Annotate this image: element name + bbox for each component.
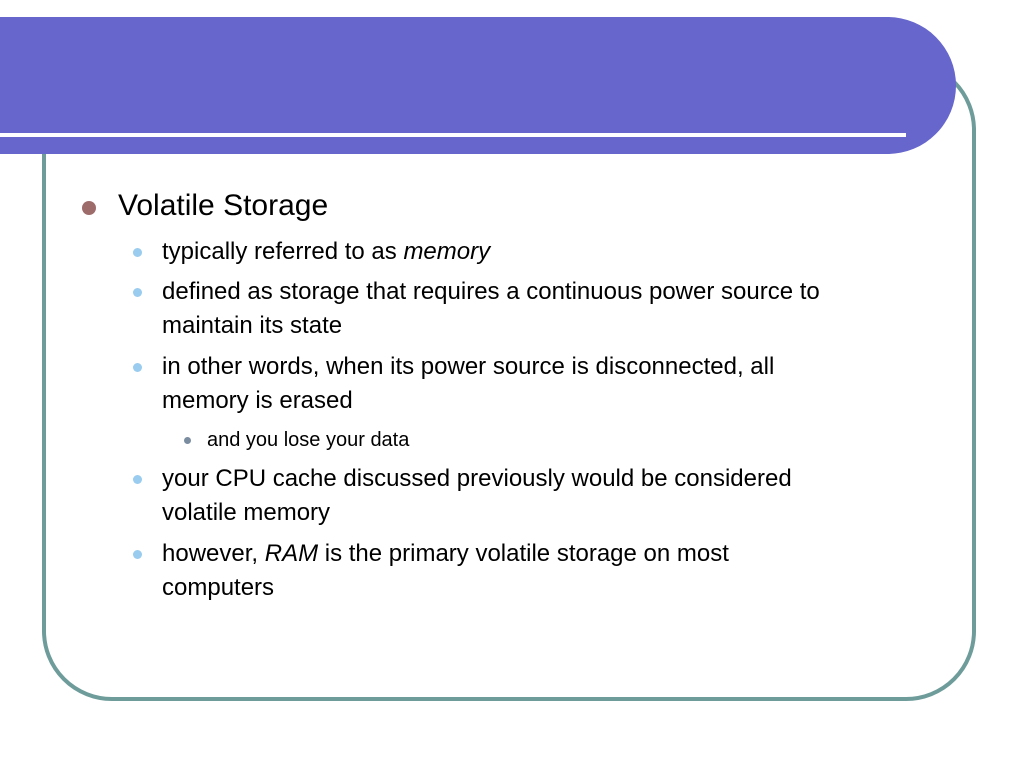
bullet-text-line: volatile memory: [162, 499, 331, 526]
sub-bullet-dot: [133, 248, 142, 257]
bullet-text: however,: [162, 540, 265, 567]
bullet-text-line: defined as storage that requires a conti…: [162, 278, 820, 305]
bullet-text: Volatile Storage: [118, 189, 329, 222]
bullet-dot: [82, 201, 96, 215]
bullet-text: typically referred to as: [162, 238, 404, 265]
emphasis-text: memory: [403, 238, 491, 265]
sub-bullet-ram: however, RAM is the primary volatile sto…: [162, 537, 729, 605]
sub-bullet-dot: [133, 550, 142, 559]
sub-bullet-dot: [133, 363, 142, 372]
sub-sub-bullet-lose-data: and you lose your data: [207, 427, 409, 453]
sub-sub-bullet-dot: [184, 437, 191, 444]
sub-bullet-memory: typically referred to as memory: [162, 235, 490, 269]
bullet-text-line: in other words, when its power source is…: [162, 353, 775, 380]
sub-bullet-cpu-cache: your CPU cache discussed previously woul…: [162, 462, 792, 530]
content-frame: [42, 60, 976, 701]
bullet-volatile-storage: Volatile Storage: [118, 189, 328, 223]
title-rule: [0, 133, 906, 137]
sub-bullet-power-disconnected: in other words, when its power source is…: [162, 350, 774, 418]
sub-bullet-definition: defined as storage that requires a conti…: [162, 275, 820, 343]
emphasis-text: RAM: [264, 540, 319, 567]
bullet-text-line: your CPU cache discussed previously woul…: [162, 465, 792, 492]
sub-bullet-dot: [133, 475, 142, 484]
title-banner: [0, 17, 956, 154]
bullet-text-line: maintain its state: [162, 312, 343, 339]
bullet-text: and you lose your data: [207, 429, 410, 451]
bullet-text: is the primary volatile storage on most: [318, 540, 729, 567]
bullet-text-line: computers: [162, 574, 275, 601]
sub-bullet-dot: [133, 288, 142, 297]
bullet-text-line: however, RAM is the primary volatile sto…: [162, 537, 729, 571]
bullet-text-line: memory is erased: [162, 387, 353, 414]
